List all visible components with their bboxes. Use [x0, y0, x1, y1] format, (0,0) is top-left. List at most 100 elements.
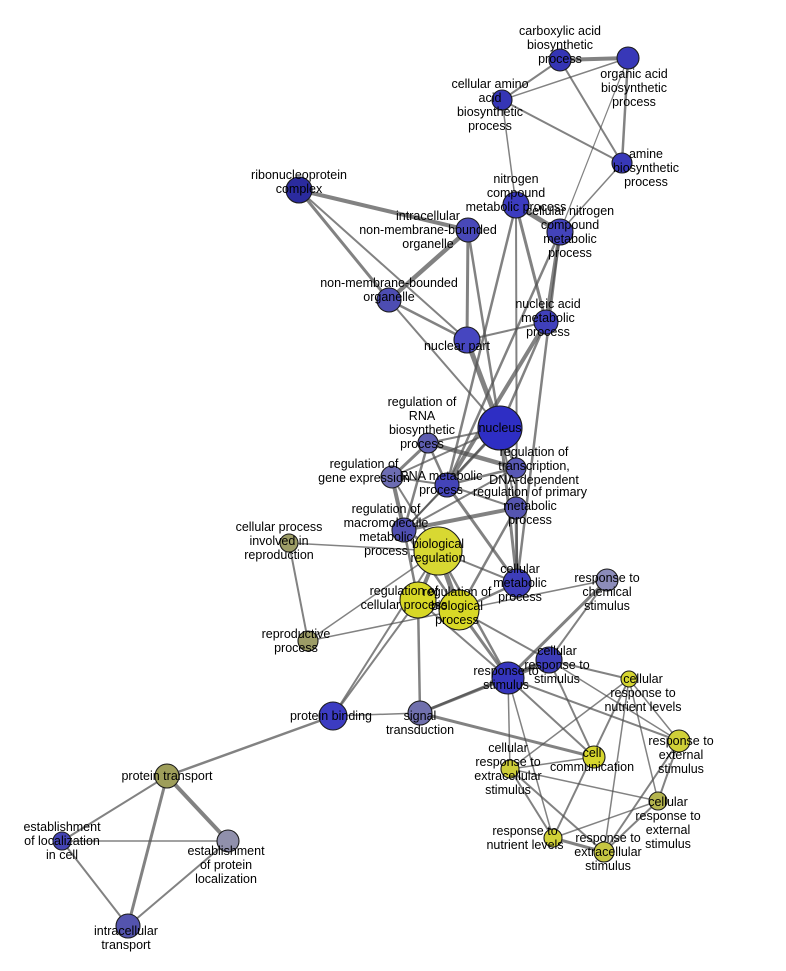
node-nucleic[interactable]: [533, 309, 559, 335]
edge-reg_cell_proc--resp_stim: [417, 599, 509, 679]
node-resp_extra[interactable]: [593, 841, 615, 863]
edge-carboxylic--amino: [501, 59, 561, 101]
edge-rnp--nmb_org: [297, 188, 391, 302]
node-reg_transcr[interactable]: [505, 457, 527, 479]
node-cell_comm[interactable]: [582, 745, 606, 769]
node-reg_macro[interactable]: [391, 517, 417, 543]
node-rna_metab[interactable]: [434, 472, 460, 498]
node-resp_chem[interactable]: [595, 568, 619, 592]
node-reg_gene[interactable]: [380, 465, 404, 489]
edge-rna_metab--cell_metab: [445, 483, 519, 585]
node-amine[interactable]: [611, 152, 633, 174]
edge-repro_proc--bio_reg: [307, 550, 439, 642]
node-repro_cell[interactable]: [279, 533, 299, 553]
node-amino[interactable]: [491, 89, 513, 111]
node-carboxylic[interactable]: [548, 48, 572, 72]
edge-repro_proc--reg_bio_proc: [307, 609, 460, 642]
edge-prot_trans--est_loc_cell: [61, 775, 168, 842]
node-cell_metab[interactable]: [502, 568, 532, 598]
edge-reg_rna_bio--reg_transcr: [425, 440, 519, 471]
node-signal[interactable]: [407, 700, 433, 726]
node-nitrogen[interactable]: [502, 191, 530, 219]
edge-resp_extra--cell_resp_ext: [603, 800, 659, 853]
edge-intra_org--nmb_org: [386, 227, 471, 303]
edge-signal--cell_comm: [418, 711, 596, 759]
edge-est_prot_loc--intra_trans: [127, 840, 229, 927]
node-cell_resp_extra[interactable]: [500, 759, 520, 779]
edge-organic--amino: [501, 57, 629, 101]
edge-layer: [61, 56, 680, 928]
edge-prot_bind--bio_reg: [332, 550, 439, 717]
edge-est_loc_cell--intra_trans: [61, 840, 129, 927]
node-nuclear_part[interactable]: [453, 326, 481, 354]
node-nucleus[interactable]: [477, 405, 523, 451]
node-repro_proc[interactable]: [297, 630, 319, 652]
edge-prot_bind--reg_cell_proc: [332, 599, 419, 717]
edge-nmb_org--nuclear_part: [387, 298, 469, 342]
edge-amino--amine: [501, 99, 623, 164]
edge-resp_ext--resp_extra: [603, 740, 680, 853]
edge-intra_org--nucleus: [466, 228, 502, 430]
edge-cell_resp_stim--signal: [418, 658, 551, 715]
edge-cell_resp_extra--resp_extra: [509, 768, 605, 853]
edge-organic--cell_nitrogen: [559, 57, 629, 233]
edge-amine--cell_nitrogen: [559, 162, 623, 233]
edge-cell_nitrogen--cell_metab: [515, 230, 562, 585]
node-bio_reg[interactable]: [413, 526, 463, 576]
edge-repro_cell--bio_reg: [288, 542, 439, 552]
edge-resp_stim--resp_nutr: [507, 677, 554, 839]
node-prot_bind[interactable]: [318, 701, 348, 731]
edge-reg_transcr--reg_macro: [403, 467, 517, 531]
edge-resp_chem--reg_bio_proc: [458, 579, 608, 611]
node-resp_stim[interactable]: [491, 661, 525, 695]
edge-intra_org--nuclear_part: [465, 228, 470, 342]
node-reg_bio_proc[interactable]: [438, 589, 480, 631]
edge-rnp--nuclear_part: [298, 189, 468, 341]
node-resp_nutr[interactable]: [543, 828, 563, 848]
edge-nitrogen--nucleic: [514, 203, 548, 324]
node-layer: [52, 46, 691, 939]
edge-reg_rna_bio--reg_macro: [402, 441, 430, 532]
node-nmb_org[interactable]: [376, 287, 402, 313]
edge-cell_comm--cell_resp_extra: [509, 756, 595, 770]
node-reg_primary[interactable]: [504, 496, 528, 520]
node-resp_ext[interactable]: [667, 729, 691, 753]
edge-cell_resp_nutr--cell_resp_extra: [509, 678, 630, 770]
edge-resp_stim--resp_ext: [507, 677, 680, 742]
node-rnp[interactable]: [285, 176, 313, 204]
edge-nmb_org--nucleus: [388, 299, 501, 429]
node-cell_resp_nutr[interactable]: [620, 670, 638, 688]
edge-nitrogen--rna_metab: [445, 203, 518, 487]
edge-amino--nitrogen: [501, 99, 517, 206]
edge-prot_trans--est_prot_loc: [165, 774, 230, 843]
edge-prot_bind--prot_trans: [165, 714, 335, 778]
node-est_prot_loc[interactable]: [216, 829, 240, 853]
node-cell_resp_ext[interactable]: [648, 791, 668, 811]
edge-cell_resp_stim--resp_chem: [548, 579, 608, 661]
node-organic[interactable]: [616, 46, 640, 70]
node-reg_cell_proc[interactable]: [399, 581, 437, 619]
node-intra_trans[interactable]: [115, 913, 141, 939]
node-est_loc_cell[interactable]: [52, 831, 72, 851]
edge-cell_resp_stim--resp_ext: [548, 659, 680, 742]
node-cell_resp_stim[interactable]: [535, 646, 563, 674]
edge-repro_cell--repro_proc: [288, 542, 309, 642]
edge-cell_resp_nutr--resp_ext: [628, 678, 680, 742]
node-intra_org[interactable]: [455, 217, 481, 243]
edge-rnp--intra_org: [297, 188, 470, 232]
edge-resp_nutr--cell_resp_ext: [552, 800, 659, 839]
edge-cell_resp_stim--cell_comm: [548, 659, 595, 758]
edge-resp_stim--resp_chem: [506, 578, 609, 680]
node-cell_nitrogen[interactable]: [546, 218, 574, 246]
node-reg_rna_bio[interactable]: [417, 432, 439, 454]
edge-organic--amine: [620, 56, 630, 165]
edge-prot_trans--intra_trans: [126, 774, 169, 928]
edge-cell_resp_extra--resp_nutr: [509, 768, 554, 839]
edge-cell_resp_stim--cell_resp_nutr: [548, 659, 630, 680]
node-prot_trans[interactable]: [154, 763, 180, 789]
